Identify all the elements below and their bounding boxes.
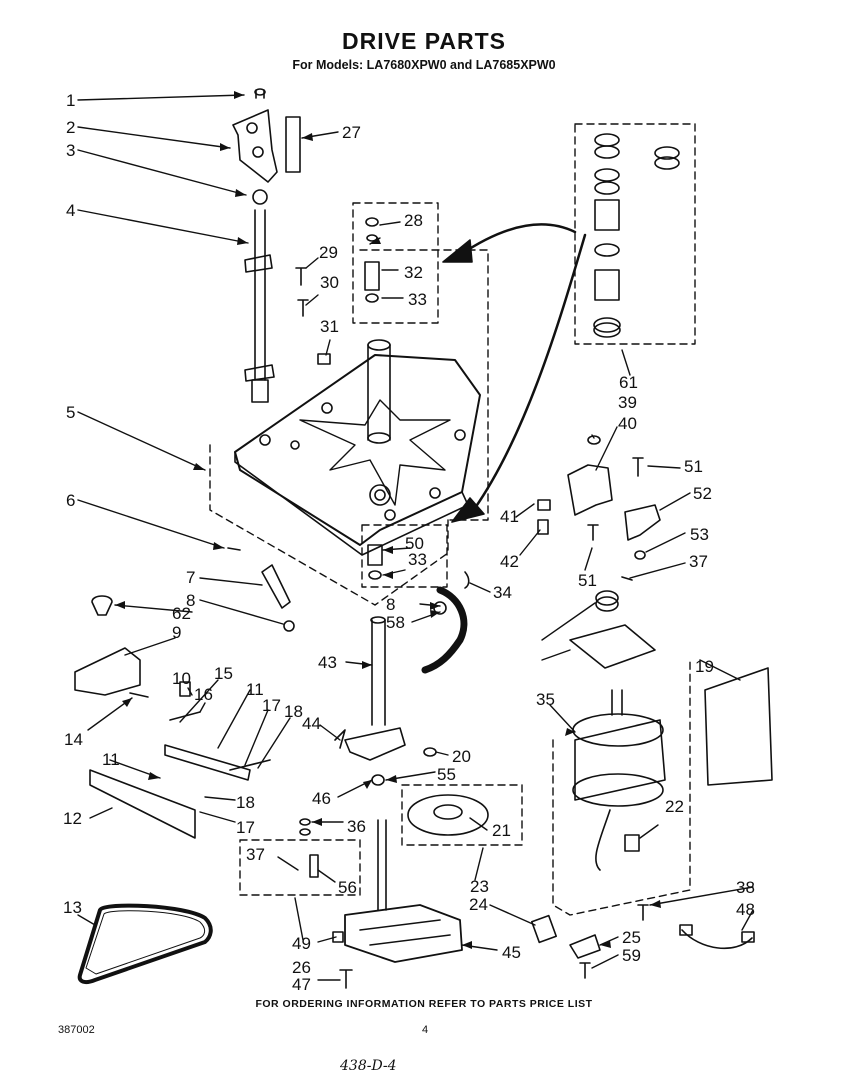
callout-18: 18 bbox=[284, 702, 303, 721]
callout-8: 8 bbox=[386, 595, 395, 614]
handwritten-code: 438-D-4 bbox=[340, 1058, 397, 1074]
callout-49: 49 bbox=[292, 934, 311, 953]
document-number: 387002 bbox=[58, 1024, 95, 1036]
callout-4: 4 bbox=[66, 201, 75, 220]
callout-53: 53 bbox=[690, 525, 709, 544]
callout-32: 32 bbox=[404, 263, 423, 282]
callout-3: 3 bbox=[66, 141, 75, 160]
callout-34: 34 bbox=[493, 583, 512, 602]
callout-30: 30 bbox=[320, 273, 339, 292]
callout-18: 18 bbox=[236, 793, 255, 812]
callout-35: 35 bbox=[536, 690, 555, 709]
callout-56: 56 bbox=[338, 878, 357, 897]
callout-1: 1 bbox=[66, 91, 75, 110]
callout-36: 36 bbox=[347, 817, 366, 836]
callout-46: 46 bbox=[312, 789, 331, 808]
callout-43: 43 bbox=[318, 653, 337, 672]
callout-39: 39 bbox=[618, 393, 637, 412]
callout-8: 8 bbox=[186, 591, 195, 610]
callout-22: 22 bbox=[665, 797, 684, 816]
callout-20: 20 bbox=[452, 747, 471, 766]
callout-55: 55 bbox=[437, 765, 456, 784]
callout-62: 62 bbox=[172, 604, 191, 623]
callout-17: 17 bbox=[236, 818, 255, 837]
model-subtitle: For Models: LA7680XPW0 and LA7685XPW0 bbox=[292, 58, 556, 72]
callout-37: 37 bbox=[689, 552, 708, 571]
callout-44: 44 bbox=[302, 714, 321, 733]
ordering-note: FOR ORDERING INFORMATION REFER TO PARTS … bbox=[255, 998, 593, 1010]
callout-10: 10 bbox=[172, 669, 191, 688]
callout-25: 25 bbox=[622, 928, 641, 947]
callout-5: 5 bbox=[66, 403, 75, 422]
exploded-view-drawing: 1234567862914101516111718111218171327282… bbox=[63, 88, 773, 994]
callout-19: 19 bbox=[695, 657, 714, 676]
callout-15: 15 bbox=[214, 664, 233, 683]
callout-50: 50 bbox=[405, 534, 424, 553]
callout-21: 21 bbox=[492, 821, 511, 840]
callout-31: 31 bbox=[320, 317, 339, 336]
callout-51: 51 bbox=[578, 571, 597, 590]
callout-13: 13 bbox=[63, 898, 82, 917]
callout-33: 33 bbox=[408, 290, 427, 309]
callout-52: 52 bbox=[693, 484, 712, 503]
callout-59: 59 bbox=[622, 946, 641, 965]
callout-27: 27 bbox=[342, 123, 361, 142]
callout-37: 37 bbox=[246, 845, 265, 864]
callout-40: 40 bbox=[618, 414, 637, 433]
callout-2: 2 bbox=[66, 118, 75, 137]
callout-42: 42 bbox=[500, 552, 519, 571]
callout-48: 48 bbox=[736, 900, 755, 919]
callout-7: 7 bbox=[186, 568, 195, 587]
callout-26: 26 bbox=[292, 958, 311, 977]
callout-41: 41 bbox=[500, 507, 519, 526]
callout-29: 29 bbox=[319, 243, 338, 262]
callout-9: 9 bbox=[172, 623, 181, 642]
callout-23: 23 bbox=[470, 877, 489, 896]
callout-45: 45 bbox=[502, 943, 521, 962]
callout-58: 58 bbox=[386, 613, 405, 632]
callout-16: 16 bbox=[194, 685, 213, 704]
callout-24: 24 bbox=[469, 895, 488, 914]
callout-38: 38 bbox=[736, 878, 755, 897]
callout-14: 14 bbox=[64, 730, 83, 749]
callout-61: 61 bbox=[619, 373, 638, 392]
callout-33: 33 bbox=[408, 550, 427, 569]
callout-28: 28 bbox=[404, 211, 423, 230]
callout-51: 51 bbox=[684, 457, 703, 476]
page-number: 4 bbox=[422, 1024, 429, 1036]
callout-6: 6 bbox=[66, 491, 75, 510]
callout-17: 17 bbox=[262, 696, 281, 715]
callout-11: 11 bbox=[102, 750, 120, 769]
callout-11: 11 bbox=[246, 680, 264, 699]
callout-47: 47 bbox=[292, 975, 311, 994]
page-title: DRIVE PARTS bbox=[342, 28, 506, 54]
callout-12: 12 bbox=[63, 809, 82, 828]
